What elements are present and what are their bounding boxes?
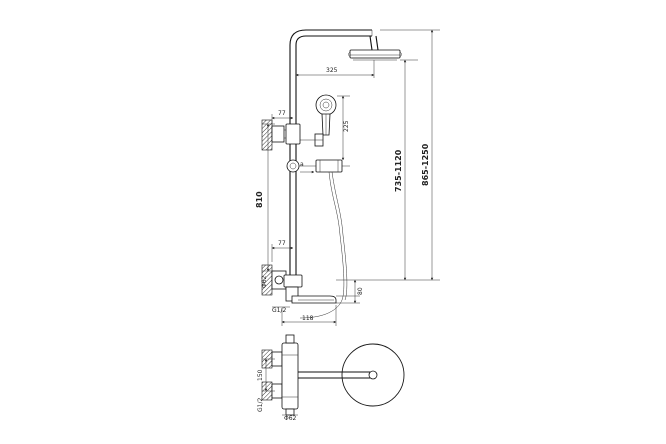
plan-diameter-label: Φ62 <box>284 415 297 422</box>
dim-pipe-offset-bottom-label: 77 <box>278 240 286 247</box>
overhead-shower-head <box>348 49 402 61</box>
dim-pipe-offset-top: 77 <box>271 110 294 124</box>
dim-pipe-offset-bottom: 77 <box>271 240 294 262</box>
front-elevation: 325 225 a <box>255 29 440 326</box>
dim-spout-reach-label: 118 <box>302 315 314 322</box>
small-mark-label: a <box>300 161 304 168</box>
dim-small-mark: a <box>300 161 315 174</box>
dim-spout-drop-label: 80 <box>357 287 364 295</box>
dim-arm-reach: 325 <box>295 60 375 78</box>
dim-height-outlet-label: 735-1120 <box>394 149 403 192</box>
connection-diameter-label: Φ62 <box>261 275 268 288</box>
hand-shower <box>296 94 337 147</box>
dim-bar-height-label: 810 <box>255 191 264 208</box>
dim-arm-reach-label: 325 <box>326 67 338 74</box>
slide-holder <box>296 159 350 173</box>
dim-height-total: 865-1250 <box>421 29 434 281</box>
shower-hose <box>299 171 348 319</box>
plan-view: 150 G1/2 Φ62 <box>257 334 405 422</box>
connection-labels: Φ62 G1/2 <box>261 275 290 314</box>
dim-height-outlet: 735-1120 <box>394 59 407 281</box>
overhead-arm <box>289 29 379 51</box>
plan-thread-label: G1/2 <box>257 398 264 412</box>
height-reference-lines <box>336 29 440 281</box>
mixer-spout <box>283 274 337 304</box>
upper-wall-bracket <box>261 119 301 151</box>
lower-wall-bracket <box>261 264 290 296</box>
dim-handshower-height-label: 225 <box>343 120 350 132</box>
dim-pipe-offset-top-label: 77 <box>278 110 286 117</box>
riser-slide-ring <box>286 159 300 173</box>
dim-mixer-spacing-label: 150 <box>257 369 264 381</box>
dim-bar-height: 810 <box>255 123 275 272</box>
dim-spout-drop: 80 <box>336 279 364 304</box>
connection-thread-label: G1/2 <box>272 307 286 314</box>
dim-handshower-height: 225 <box>337 95 350 161</box>
dim-spout-reach: 118 <box>281 305 337 326</box>
dim-height-total-label: 865-1250 <box>421 143 430 186</box>
